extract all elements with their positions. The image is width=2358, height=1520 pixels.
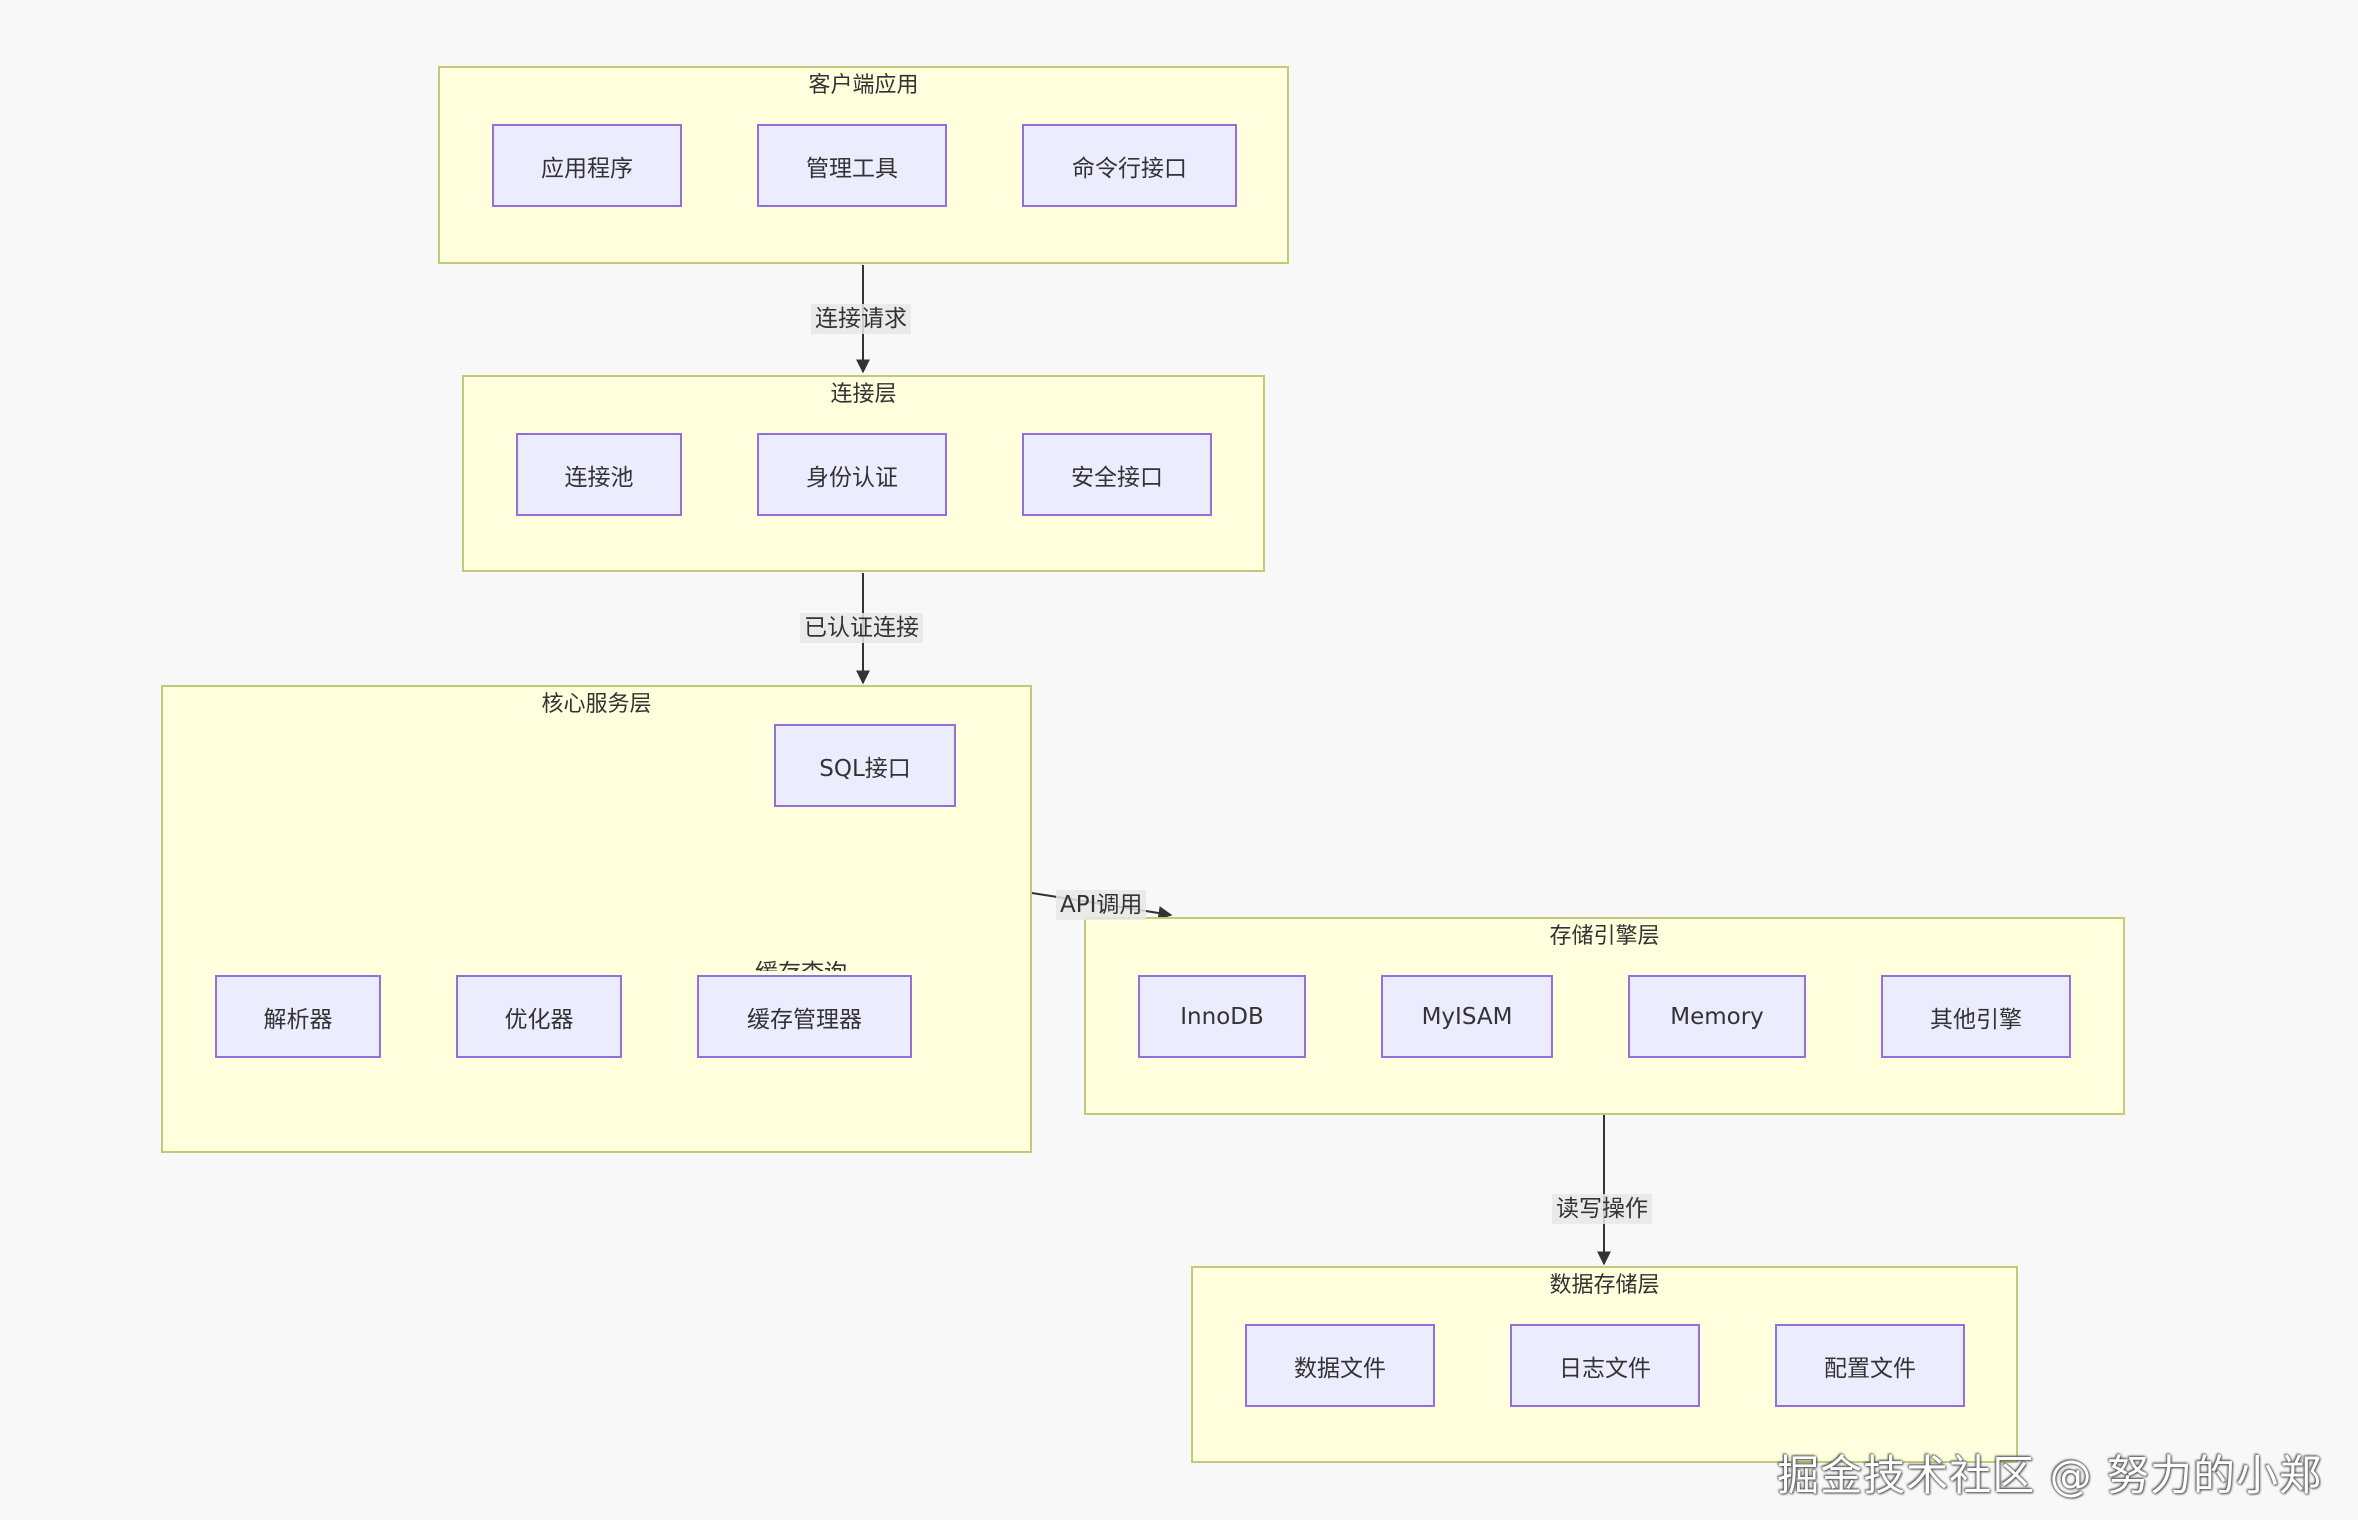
cluster-title: 存储引擎层 [1549, 924, 1660, 949]
cluster-title: 数据存储层 [1549, 1273, 1660, 1298]
cluster-title: 核心服务层 [541, 692, 652, 717]
node-security-interface[interactable]: 安全接口 [1022, 433, 1212, 516]
node-other-engines[interactable]: 其他引擎 [1881, 975, 2071, 1058]
edge-label-connection-request: 连接请求 [811, 304, 911, 334]
node-innodb[interactable]: InnoDB [1138, 975, 1306, 1058]
cluster-title: 客户端应用 [808, 73, 919, 98]
core-service-cluster: 核心服务层 SQL接口 缓存查询 解析器 优化器 缓存管理器 [161, 685, 1032, 1153]
node-memory[interactable]: Memory [1628, 975, 1806, 1058]
node-authentication[interactable]: 身份认证 [757, 433, 947, 516]
client-app-cluster: 客户端应用 应用程序 管理工具 命令行接口 [438, 66, 1289, 264]
connection-layer-cluster: 连接层 连接池 身份认证 安全接口 [462, 375, 1265, 572]
node-cli[interactable]: 命令行接口 [1022, 124, 1237, 207]
node-admin-tools[interactable]: 管理工具 [757, 124, 947, 207]
edge-label-cache-query: 缓存查询 [755, 958, 847, 971]
node-cache-manager[interactable]: 缓存管理器 [697, 975, 912, 1058]
node-data-files[interactable]: 数据文件 [1245, 1324, 1435, 1407]
edge-label-read-write: 读写操作 [1552, 1194, 1652, 1224]
node-optimizer[interactable]: 优化器 [456, 975, 622, 1058]
node-config-files[interactable]: 配置文件 [1775, 1324, 1965, 1407]
edge-label-api-call: API调用 [1056, 890, 1147, 920]
watermark-text: 掘金技术社区 @ 努力的小郑 [1777, 1451, 2322, 1500]
node-log-files[interactable]: 日志文件 [1510, 1324, 1700, 1407]
node-connection-pool[interactable]: 连接池 [516, 433, 682, 516]
storage-engine-cluster: 存储引擎层 InnoDB MyISAM Memory 其他引擎 [1084, 917, 2125, 1115]
node-application[interactable]: 应用程序 [492, 124, 682, 207]
node-sql-interface[interactable]: SQL接口 [774, 724, 956, 807]
node-parser[interactable]: 解析器 [215, 975, 381, 1058]
node-myisam[interactable]: MyISAM [1381, 975, 1553, 1058]
data-storage-cluster: 数据存储层 数据文件 日志文件 配置文件 [1191, 1266, 2018, 1463]
edge-label-authenticated-connection: 已认证连接 [800, 613, 923, 643]
cluster-title: 连接层 [830, 382, 897, 407]
